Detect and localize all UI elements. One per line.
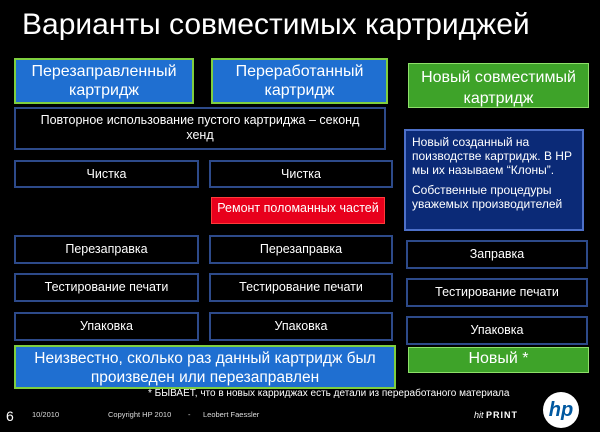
col1-step-packaging: Упаковка (14, 312, 199, 341)
header-remanufactured: Переработанный картридж (211, 58, 388, 104)
col2-step-repair: Ремонт поломанных частей (211, 197, 385, 224)
col2-step-print-test: Тестирование печати (209, 273, 393, 302)
brand-name: PRINT (486, 410, 519, 420)
description-text-2: Собственные процедуры уважемых производи… (412, 183, 563, 211)
footer-date: 10/2010 (32, 410, 60, 419)
col1-step-print-test: Тестирование печати (14, 273, 199, 302)
footer-author: Leobert Faessler (203, 410, 260, 419)
header-new-compatible: Новый совместимый картридж (408, 63, 589, 108)
col2-step-packaging: Упаковка (209, 312, 393, 341)
col2-step-refill: Перезаправка (209, 235, 393, 264)
bottom-unknown-history: Неизвестно, сколько раз данный картридж … (14, 345, 396, 389)
slide-title: Варианты совместимых картриджей (22, 8, 530, 41)
hitprint-brand: hit PRINT (474, 410, 518, 420)
col3-step-fill: Заправка (406, 240, 588, 269)
shared-reuse-box: Повторное использование пустого картридж… (14, 107, 386, 150)
footer-copyright: Copyright HP 2010 (108, 410, 172, 419)
col3-step-packaging: Упаковка (406, 316, 588, 345)
col2-step-cleaning: Чистка (209, 160, 393, 188)
brand-prefix: hit (474, 410, 484, 420)
col1-step-refill: Перезаправка (14, 235, 199, 264)
new-cartridge-description: Новый созданный на поизводстве картридж.… (404, 129, 584, 231)
footer-separator: - (188, 410, 191, 419)
col1-step-cleaning: Чистка (14, 160, 199, 188)
bottom-new-label: Новый * (408, 347, 589, 373)
header-refilled: Перезаправленный картридж (14, 58, 194, 104)
footnote: * БЫВАЕТ, что в новых карриджах есть дет… (148, 388, 510, 399)
page-number: 6 (6, 408, 14, 424)
description-text-1: Новый созданный на поизводстве картридж.… (412, 135, 572, 177)
hp-logo-icon: hp (543, 392, 579, 428)
col3-step-print-test: Тестирование печати (406, 278, 588, 307)
